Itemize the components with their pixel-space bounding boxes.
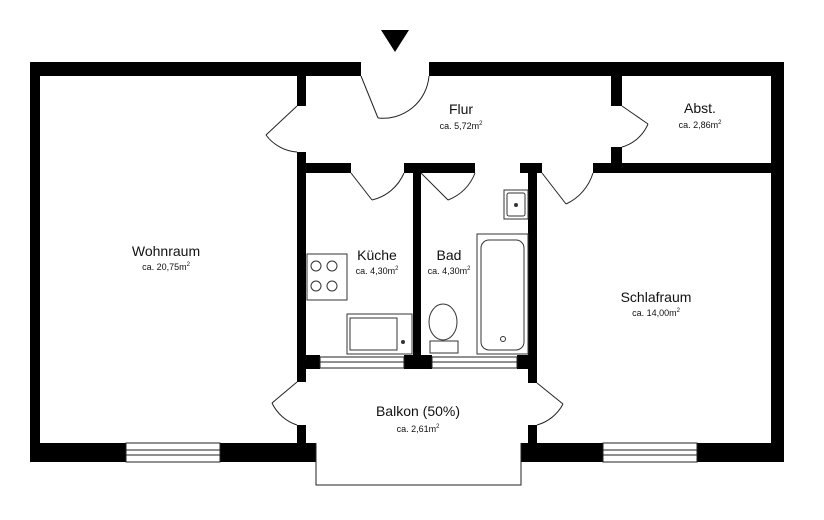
room-name-balkon: Balkon (50%) (376, 403, 460, 419)
label-flur: Flur ca. 5,72m2 (440, 101, 484, 131)
label-schlafraum: Schlafraum ca. 14,00m2 (621, 289, 692, 318)
label-bad: Bad ca. 4,30m2 (428, 247, 472, 276)
label-abst: Abst. ca. 2,86m2 (679, 100, 723, 130)
room-area-flur: ca. 5,72m2 (440, 121, 484, 131)
window-schlafraum (602, 442, 698, 463)
bathtub-icon (476, 233, 529, 355)
balkon-outline (315, 443, 522, 486)
room-name-flur: Flur (449, 101, 473, 117)
kitchen-stove-icon (306, 253, 348, 301)
room-area-abst: ca. 2,86m2 (679, 120, 723, 130)
room-name-abst: Abst. (684, 100, 716, 116)
room-area-wohnraum: ca. 20,75m2 (142, 262, 191, 272)
room-name-wohnraum: Wohnraum (132, 243, 200, 259)
outer-walls (30, 62, 784, 462)
room-area-bad: ca. 4,30m2 (428, 266, 472, 276)
label-kueche: Küche ca. 4,30m2 (356, 247, 400, 276)
room-name-schlafraum: Schlafraum (621, 289, 692, 305)
bath-sink-icon (503, 189, 529, 220)
label-balkon: Balkon (50%) ca. 2,61m2 (376, 403, 460, 434)
room-name-kueche: Küche (357, 247, 397, 263)
room-name-bad: Bad (437, 247, 462, 263)
window-bad (431, 356, 518, 369)
entrance-arrow-icon (381, 30, 409, 52)
interior-walls (297, 76, 771, 443)
room-area-kueche: ca. 4,30m2 (356, 266, 400, 276)
window-wohnraum (125, 442, 221, 463)
window-kueche (319, 356, 405, 369)
doors (265, 75, 649, 426)
room-area-balkon: ca. 2,61m2 (397, 424, 441, 434)
kitchen-sink-icon (346, 313, 413, 355)
toilet-icon (428, 303, 459, 354)
label-wohnraum: Wohnraum ca. 20,75m2 (132, 243, 200, 272)
room-area-schlafraum: ca. 14,00m2 (632, 308, 681, 318)
